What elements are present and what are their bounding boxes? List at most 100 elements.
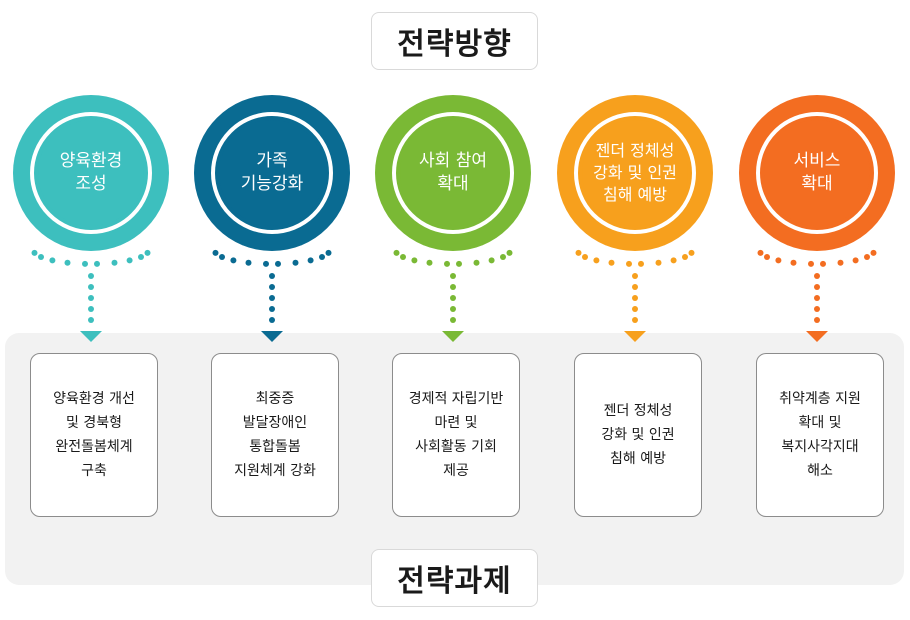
connector-dot	[230, 257, 237, 264]
connector-dot	[682, 254, 688, 260]
connector-dot	[814, 295, 820, 301]
connector-dot	[245, 259, 252, 266]
direction-circle-1: 양육환경 조성	[13, 95, 169, 251]
connector-dot	[88, 295, 94, 301]
connector-dot	[864, 254, 870, 260]
connector-dot	[82, 260, 88, 267]
connector-dot	[450, 273, 456, 279]
connector-dot	[275, 260, 281, 267]
direction-circle-4: 젠더 정체성 강화 및 인권 침해 예방	[557, 95, 713, 251]
arrow-down-icon	[80, 331, 102, 342]
direction-ring-5: 서비스 확대	[756, 112, 878, 234]
connector-dot	[632, 317, 638, 323]
connector-dot	[638, 260, 644, 267]
arrow-down-icon	[806, 331, 828, 342]
connector-dot	[219, 254, 225, 260]
direction-circle-3: 사회 참여 확대	[375, 95, 531, 251]
task-box-1: 양육환경 개선 및 경북형 완전돌봄체계 구축	[30, 353, 158, 517]
connector-dot	[632, 284, 638, 290]
dotted-connector-1	[31, 249, 151, 342]
connector-dot	[269, 306, 275, 312]
connector-dot	[790, 259, 797, 266]
connector-dot	[307, 257, 314, 264]
connector-dot	[94, 260, 100, 267]
task-box-3: 경제적 자립기반 마련 및 사회활동 기회 제공	[392, 353, 520, 517]
connector-dot	[632, 295, 638, 301]
strategy-column-1: 양육환경 조성 양육환경 개선 및 경북형 완전돌봄체계 구축	[6, 0, 176, 620]
direction-label-1: 양육환경 조성	[38, 120, 144, 226]
dotted-connector-2	[212, 249, 332, 342]
connector-dot	[488, 257, 495, 264]
connector-dot	[111, 259, 118, 266]
connector-dot	[582, 254, 588, 260]
direction-label-3: 사회 참여 확대	[400, 120, 506, 226]
connector-dot	[411, 257, 418, 264]
connector-dot	[814, 273, 820, 279]
connector-dot	[870, 249, 877, 256]
connector-dot	[292, 259, 299, 266]
connector-dot	[808, 260, 814, 267]
connector-dot	[626, 260, 632, 267]
connector-dot	[757, 249, 764, 256]
connector-dot	[450, 295, 456, 301]
connector-dot	[593, 257, 600, 264]
direction-label-2: 가족 기능강화	[219, 120, 325, 226]
connector-dot	[325, 249, 332, 256]
direction-label-4: 젠더 정체성 강화 및 인권 침해 예방	[582, 120, 688, 226]
connector-dot	[820, 260, 826, 267]
task-box-2: 최중증 발달장애인 통합돌봄 지원체계 강화	[211, 353, 339, 517]
connector-dot	[775, 257, 782, 264]
connector-dot	[64, 259, 71, 266]
connector-dot	[688, 249, 695, 256]
arrow-down-icon	[261, 331, 283, 342]
connector-dot	[269, 284, 275, 290]
connector-dot	[263, 260, 269, 267]
connector-dot	[764, 254, 770, 260]
connector-dot	[814, 306, 820, 312]
connector-dot	[144, 249, 151, 256]
connector-dot	[88, 273, 94, 279]
connector-dot	[38, 254, 44, 260]
connector-dot	[456, 260, 462, 267]
connector-dot	[632, 273, 638, 279]
connector-dot	[88, 284, 94, 290]
connector-dot	[444, 260, 450, 267]
task-box-5: 취약계층 지원 확대 및 복지사각지대 해소	[756, 353, 884, 517]
task-title: 전략과제	[371, 549, 538, 607]
direction-circle-2: 가족 기능강화	[194, 95, 350, 251]
connector-dot	[269, 295, 275, 301]
connector-dot	[670, 257, 677, 264]
connector-dot	[269, 317, 275, 323]
strategy-column-4: 젠더 정체성 강화 및 인권 침해 예방 젠더 정체성 강화 및 인권 침해 예…	[550, 0, 720, 620]
connector-dot	[814, 284, 820, 290]
dotted-connector-4	[575, 249, 695, 342]
connector-dot	[88, 317, 94, 323]
dotted-connector-3	[393, 249, 513, 342]
direction-label-5: 서비스 확대	[764, 120, 870, 226]
connector-dot	[473, 259, 480, 266]
dotted-connector-5	[757, 249, 877, 342]
connector-dot	[319, 254, 325, 260]
connector-dot	[212, 249, 219, 256]
connector-dot	[450, 284, 456, 290]
connector-dot	[837, 259, 844, 266]
connector-dot	[400, 254, 406, 260]
strategy-column-5: 서비스 확대 취약계층 지원 확대 및 복지사각지대 해소	[732, 0, 902, 620]
connector-dot	[500, 254, 506, 260]
connector-dot	[138, 254, 144, 260]
connector-dot	[506, 249, 513, 256]
arrow-down-icon	[442, 331, 464, 342]
direction-circle-5: 서비스 확대	[739, 95, 895, 251]
connector-dot	[393, 249, 400, 256]
connector-dot	[450, 306, 456, 312]
direction-ring-3: 사회 참여 확대	[392, 112, 514, 234]
connector-dot	[49, 257, 56, 264]
connector-dot	[126, 257, 133, 264]
connector-dot	[88, 306, 94, 312]
connector-dot	[269, 273, 275, 279]
connector-dot	[575, 249, 582, 256]
direction-ring-4: 젠더 정체성 강화 및 인권 침해 예방	[574, 112, 696, 234]
strategy-column-2: 가족 기능강화 최중증 발달장애인 통합돌봄 지원체계 강화	[187, 0, 357, 620]
connector-dot	[608, 259, 615, 266]
